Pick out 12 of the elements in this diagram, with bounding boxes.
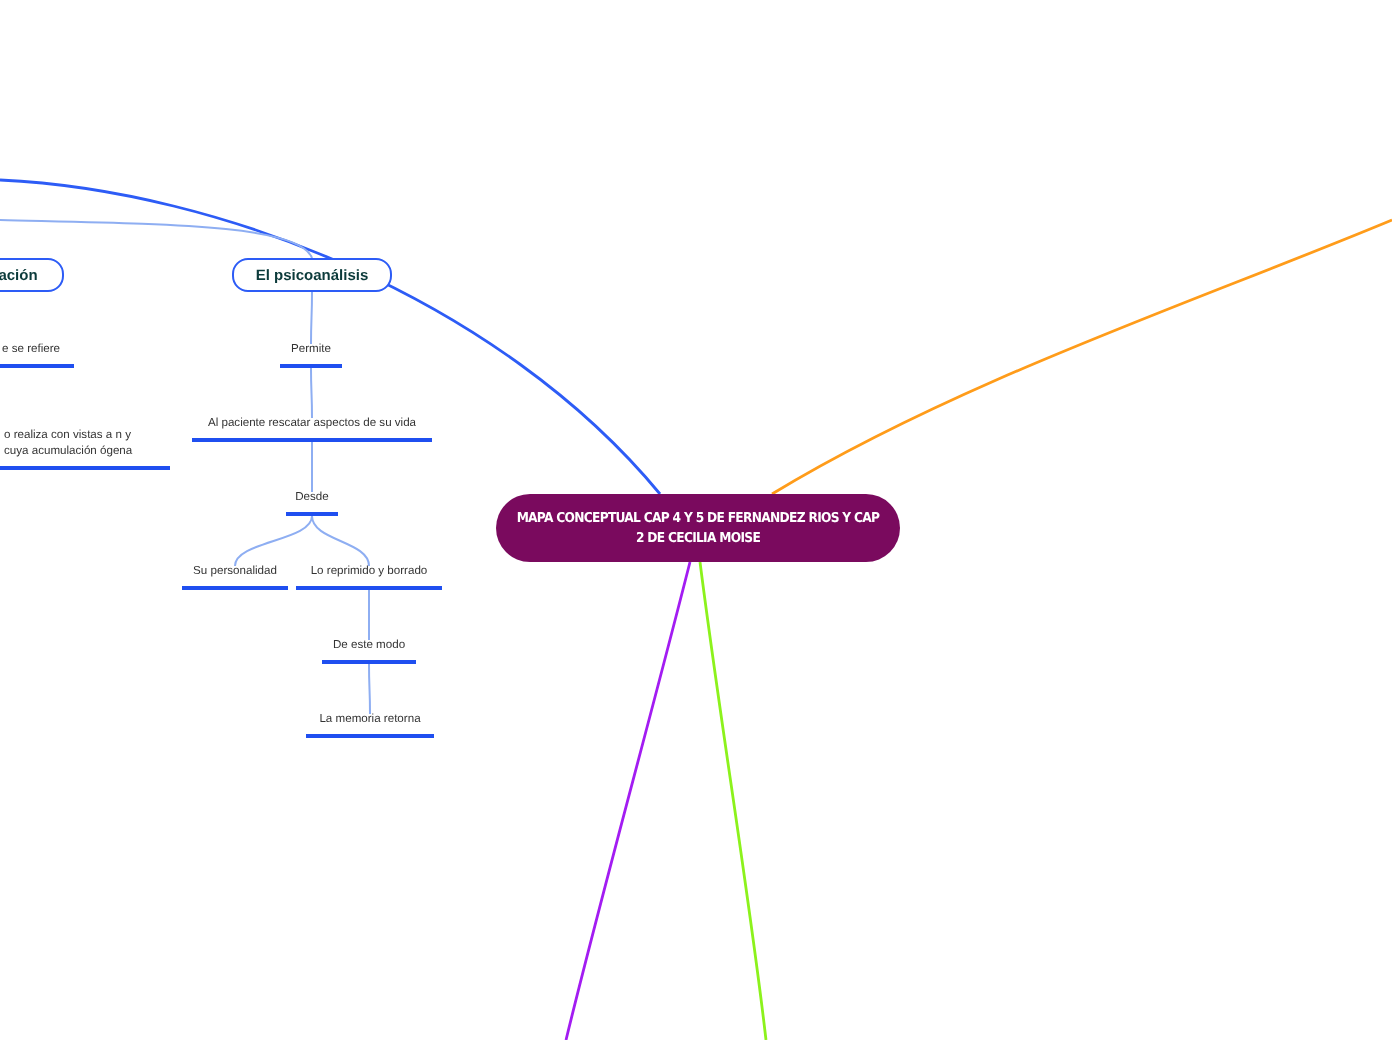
connector-line (311, 515, 370, 567)
connector-line (368, 663, 371, 715)
connector-line (234, 515, 313, 567)
connector-line (0, 219, 313, 259)
connector-line (311, 441, 313, 493)
connector-line (698, 561, 768, 1040)
connector-line (771, 218, 1392, 496)
connector-line (310, 291, 313, 345)
connector-line (310, 367, 313, 419)
connector-line (564, 561, 692, 1040)
connector-line (0, 178, 662, 495)
connector-line (368, 589, 370, 641)
